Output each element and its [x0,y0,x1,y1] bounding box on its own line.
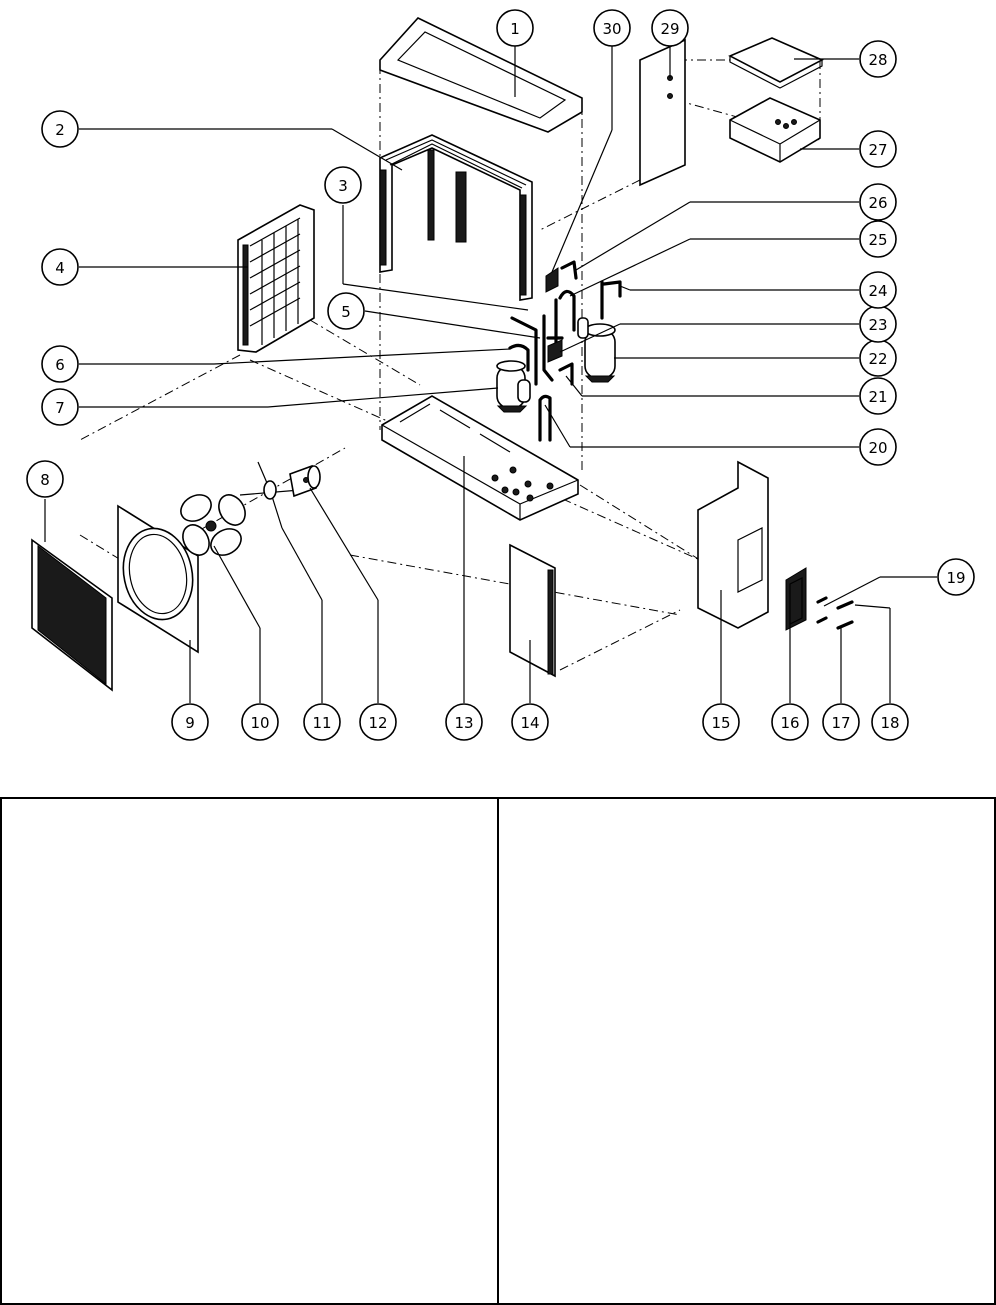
callout-25: 25 [859,220,897,258]
callout-9: 9 [171,703,209,741]
fan-motor [289,464,321,498]
parts-table [0,797,996,1305]
svg-text:18: 18 [880,714,899,732]
svg-text:4: 4 [55,259,65,277]
callout-20: 20 [859,428,897,466]
refrigerant-piping [508,260,622,442]
callout-14: 14 [511,703,549,741]
svg-text:17: 17 [831,714,850,732]
parts-table-right-column [499,799,994,1303]
callout-15: 15 [702,703,740,741]
callout-11: 11 [303,703,341,741]
svg-text:12: 12 [368,714,387,732]
compressor-small [496,360,531,413]
callout-17: 17 [822,703,860,741]
base-pan [381,395,579,521]
callout-2: 2 [41,110,79,148]
svg-text:11: 11 [312,714,331,732]
svg-text:3: 3 [338,177,348,195]
leader-lines [44,42,937,703]
callout-19: 19 [937,558,975,596]
callout-1: 1 [496,9,534,47]
electrical-box [729,97,821,163]
svg-text:2: 2 [55,121,65,139]
svg-text:9: 9 [185,714,195,732]
callout-6: 6 [41,345,79,383]
svg-text:25: 25 [868,231,887,249]
svg-text:27: 27 [868,141,887,159]
callout-18: 18 [871,703,909,741]
motor-bracket [239,461,301,529]
svg-text:8: 8 [40,471,50,489]
svg-text:19: 19 [946,569,965,587]
svg-text:7: 7 [55,399,65,417]
callout-24: 24 [859,271,897,309]
back-panel [639,38,686,187]
callout-23: 23 [859,305,897,343]
callout-10: 10 [241,703,279,741]
svg-text:29: 29 [660,20,679,38]
callout-4: 4 [41,248,79,286]
front-grille [31,538,113,692]
svg-text:16: 16 [780,714,799,732]
svg-text:22: 22 [868,350,887,368]
callout-29: 29 [651,9,689,47]
callout-12: 12 [359,703,397,741]
heat-exchanger-coil [379,134,533,301]
front-right-panel [509,543,556,678]
fan-blade [180,494,246,556]
callout-7: 7 [41,388,79,426]
valve-fittings [816,596,854,630]
callout-13: 13 [445,703,483,741]
callout-27: 27 [859,130,897,168]
compressor-large [577,317,616,383]
callout-16: 16 [771,703,809,741]
side-panel [697,460,769,629]
callout-3: 3 [324,166,362,204]
front-panel [117,504,199,654]
svg-text:5: 5 [341,303,351,321]
svg-text:23: 23 [868,316,887,334]
callout-30: 30 [593,9,631,47]
electrical-box-cover [728,37,824,89]
svg-text:10: 10 [250,714,269,732]
svg-text:21: 21 [868,388,887,406]
terminal-block [785,567,807,631]
svg-text:13: 13 [454,714,473,732]
callout-22: 22 [859,339,897,377]
svg-text:20: 20 [868,439,887,457]
callout-5: 5 [327,292,365,330]
svg-text:1: 1 [510,20,520,38]
side-grille [237,204,315,353]
svg-text:6: 6 [55,356,65,374]
callout-21: 21 [859,377,897,415]
svg-text:30: 30 [602,20,621,38]
svg-text:14: 14 [520,714,539,732]
callout-26: 26 [859,183,897,221]
svg-text:15: 15 [711,714,730,732]
svg-text:28: 28 [868,51,887,69]
callout-28: 28 [859,40,897,78]
callout-8: 8 [26,460,64,498]
svg-text:24: 24 [868,282,887,300]
parts-table-left-column [2,799,499,1303]
top-cover [379,17,583,133]
svg-text:26: 26 [868,194,887,212]
